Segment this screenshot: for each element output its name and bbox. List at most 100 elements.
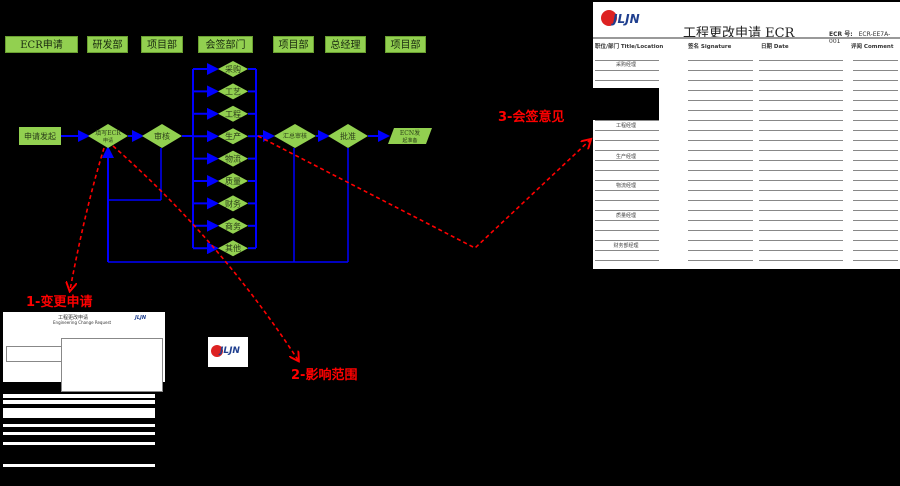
annotation-step3: 3-会签意见	[498, 110, 565, 125]
form-rule	[853, 80, 898, 81]
form-rule	[688, 230, 753, 231]
form-rule	[688, 250, 753, 251]
form-rule	[688, 130, 753, 131]
lane-header-countersign: 会签部门	[198, 36, 253, 53]
thumb-subtitle: Engineering Change Request	[53, 320, 112, 325]
form-rule	[759, 250, 843, 251]
form-rule	[759, 80, 843, 81]
logo-mark-icon	[211, 345, 223, 357]
node-fill-ecr	[88, 124, 128, 148]
node-approve	[328, 124, 368, 148]
form-number-value: ECR-EE7A-001	[829, 31, 891, 45]
form-rule	[595, 60, 659, 61]
col-signature: 签名 Signature	[688, 44, 732, 50]
form-rule	[853, 120, 898, 121]
annotation-step2: 2-影响范围	[291, 368, 358, 383]
form-rule	[759, 130, 843, 131]
form-rule	[688, 200, 753, 201]
thumb-strip	[3, 394, 155, 398]
form-rule	[853, 200, 898, 201]
arrow-to-step2	[112, 145, 298, 360]
form-rule	[595, 260, 659, 261]
annotation-step1: 1-变更申请	[26, 295, 93, 310]
form-rule	[688, 160, 753, 161]
node-dept-5	[218, 173, 248, 189]
col-title: 职位/部门 Title/Location	[595, 44, 664, 50]
form-rule	[595, 220, 659, 221]
form-rule	[853, 130, 898, 131]
flow-connectors	[61, 69, 390, 263]
form-rule	[595, 250, 659, 251]
form-rule	[595, 230, 659, 231]
form-dept-finance: 财务部经理	[613, 243, 639, 249]
form-rule	[759, 160, 843, 161]
lane-header-project-1: 项目部	[141, 36, 183, 53]
arrow-to-step3	[257, 135, 590, 249]
node-start	[19, 127, 61, 145]
form-header-divider	[593, 37, 900, 39]
form-redacted-block	[593, 88, 659, 120]
form-rule	[759, 260, 843, 261]
form-rule	[595, 70, 659, 71]
form-logo: JLJN	[599, 6, 649, 34]
center-logo-text: JLJN	[220, 346, 240, 356]
thumb-strip	[3, 400, 155, 404]
form-dept-engineering: 工程经理	[615, 123, 636, 129]
form-rule	[688, 170, 753, 171]
form-number-label: ECR 号:	[829, 31, 853, 38]
node-fill-ecr-line2: 申请	[103, 137, 113, 144]
form-rule	[595, 150, 659, 151]
form-rule	[688, 100, 753, 101]
thumb-box-left	[6, 346, 62, 362]
form-rule	[853, 160, 898, 161]
form-rule	[853, 140, 898, 141]
form-rule	[595, 200, 659, 201]
lane-header-gm: 总经理	[325, 36, 366, 53]
node-dept-label: 质量	[225, 176, 241, 186]
form-rule	[853, 150, 898, 151]
ecr-form-preview: JLJN 工程更改申请 ECR ECR 号:ECR-EE7A-001 职位/部门…	[593, 2, 900, 269]
node-dept-label: 采购	[225, 64, 241, 74]
form-rule	[759, 230, 843, 231]
node-fill-ecr-line1: 填写ECR	[95, 129, 121, 137]
form-rule	[595, 240, 659, 241]
form-rule	[759, 210, 843, 211]
thumb-title: 工程更改申请	[58, 315, 89, 321]
node-review-label: 审核	[154, 131, 170, 141]
form-rule	[759, 100, 843, 101]
node-ecn-line1: ECN发	[400, 129, 420, 137]
form-rule	[595, 180, 659, 181]
form-rule	[759, 200, 843, 201]
thumb-box	[61, 338, 163, 392]
lane-header-ecr-apply: ECR申请	[5, 36, 78, 53]
form-rule	[595, 170, 659, 171]
form-rule	[688, 190, 753, 191]
node-dept-4	[218, 150, 248, 167]
node-start-label: 申请发起	[24, 131, 56, 141]
form-rule	[759, 240, 843, 241]
node-ecn-output	[388, 128, 432, 144]
form-rule	[688, 150, 753, 151]
form-number: ECR 号:ECR-EE7A-001	[829, 29, 900, 45]
form-rule	[853, 230, 898, 231]
form-rule	[853, 70, 898, 71]
node-dept-label: 工艺	[225, 87, 241, 96]
node-dept-label: 物流	[225, 154, 241, 164]
form-rule	[759, 90, 843, 91]
thumb-strip	[3, 464, 155, 467]
form-rule	[759, 70, 843, 71]
form-dept-production: 生产经理	[615, 154, 636, 160]
node-summary-review-label: 汇总审核	[283, 132, 307, 140]
node-dept-label: 财务	[225, 198, 241, 208]
node-summary-review	[274, 124, 316, 148]
form-rule	[853, 60, 898, 61]
form-rule	[853, 260, 898, 261]
node-dept-label: 商务	[225, 221, 241, 231]
arrow-to-step1	[70, 147, 105, 290]
form-rule	[853, 180, 898, 181]
form-rule	[688, 180, 753, 181]
form-rule	[688, 60, 753, 61]
lane-header-project-3: 项目部	[385, 36, 426, 53]
